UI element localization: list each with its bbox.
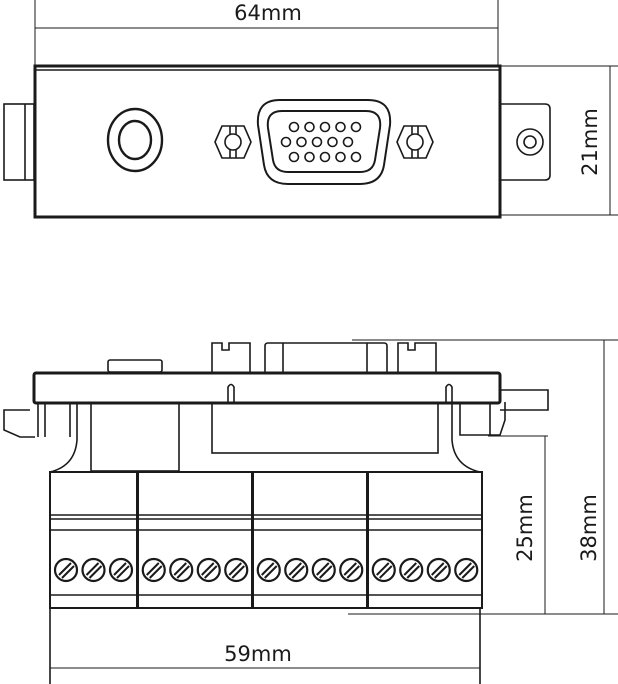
- vga-connector-side: [264, 342, 388, 372]
- jack-body: [90, 402, 180, 472]
- terminal-screw-icon: [454, 557, 479, 583]
- dimension-label-25mm: 25mm: [513, 494, 537, 562]
- vga-body: [211, 402, 439, 454]
- terminal-screw-icon: [141, 557, 166, 583]
- dimension-label-21mm: 21mm: [578, 108, 602, 176]
- faceplate: [33, 64, 502, 219]
- terminal-screw-icon: [399, 557, 424, 583]
- vga-pin: [319, 151, 331, 163]
- terminal-block: [49, 471, 138, 609]
- vga-pin: [280, 136, 292, 148]
- vga-pin: [350, 151, 362, 163]
- terminal-block: [367, 471, 483, 609]
- right-mounting-tab: [500, 103, 551, 181]
- audio-jack-inner: [117, 119, 153, 161]
- terminal-screw-icon: [108, 557, 134, 583]
- right-clip: [459, 402, 506, 436]
- screw-post-right: [397, 342, 437, 372]
- mount-hole-inner: [523, 135, 537, 149]
- left-mounting-tab: [3, 103, 35, 181]
- terminal-screw-icon: [169, 557, 194, 583]
- terminal-screw-icon: [196, 557, 221, 583]
- dimension-label-38mm: 38mm: [577, 494, 601, 562]
- audio-jack-icon: [106, 107, 164, 173]
- vga-port-shell: [256, 99, 392, 185]
- terminal-block: [137, 471, 253, 609]
- vga-pin: [288, 121, 300, 133]
- vga-pin: [288, 151, 300, 163]
- terminal-screw-icon: [371, 557, 396, 583]
- vga-screw-left: [214, 125, 252, 159]
- terminal-block-body: [367, 471, 483, 609]
- side-view: 59mm 25mm 38mm: [3, 339, 618, 684]
- terminal-screw-icon: [53, 557, 79, 583]
- terminal-screw-icon: [224, 557, 249, 583]
- terminal-block: [252, 471, 368, 609]
- vga-pin: [335, 121, 346, 133]
- terminal-screw-icon: [81, 557, 106, 583]
- terminal-block-body: [137, 471, 253, 609]
- vga-pin: [335, 151, 346, 163]
- screw-post-left: [211, 342, 251, 372]
- slot: [445, 383, 453, 403]
- vga-screw-right: [396, 125, 434, 159]
- dimension-label-59mm: 59mm: [224, 642, 292, 666]
- terminal-screw-icon: [284, 557, 309, 583]
- vga-pin: [319, 121, 331, 133]
- terminal-screw-icon: [256, 557, 281, 583]
- mount-hole-icon: [516, 128, 544, 156]
- vga-pin: [350, 121, 362, 133]
- housing-left: [49, 403, 78, 473]
- jack-top: [107, 359, 163, 373]
- front-view: 64mm 21mm: [3, 0, 618, 219]
- vga-pin: [311, 136, 323, 148]
- faceplate-side: [32, 371, 502, 405]
- vga-pin: [304, 151, 315, 163]
- vga-pin: [296, 136, 307, 148]
- housing-right: [451, 403, 481, 473]
- vga-pin: [327, 136, 338, 148]
- terminal-block-body: [252, 471, 368, 609]
- terminal-screw-icon: [426, 557, 451, 583]
- vga-pin: [304, 121, 315, 133]
- dimension-label-64mm: 64mm: [234, 1, 302, 25]
- terminal-screw-icon: [339, 557, 364, 583]
- slot: [227, 383, 235, 403]
- left-clip: [3, 409, 35, 438]
- terminal-screw-icon: [311, 557, 336, 583]
- terminal-block-body: [49, 471, 138, 609]
- vga-pins: [280, 121, 362, 163]
- vga-port-icon: [266, 110, 382, 173]
- vga-pin: [342, 136, 354, 148]
- right-pin: [500, 389, 549, 411]
- terminal-blocks: [49, 471, 483, 609]
